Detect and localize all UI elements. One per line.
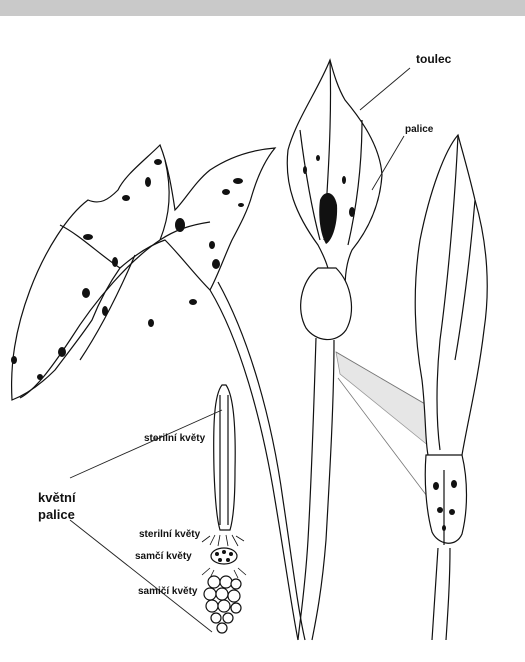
section-spathe xyxy=(415,135,487,640)
spadix xyxy=(202,385,246,633)
label-toulec: toulec xyxy=(416,52,451,66)
leaf xyxy=(11,145,275,400)
label-female-flowers: samičí květy xyxy=(138,586,198,597)
label-palice: palice xyxy=(405,124,433,135)
label-male-flowers: samčí květy xyxy=(135,551,192,562)
label-palice-spadix: palice xyxy=(38,506,75,523)
label-sterile-flowers-top: sterilní květy xyxy=(144,433,205,444)
label-kvetni: květní xyxy=(38,489,76,506)
spathe xyxy=(287,60,382,640)
label-sterile-flowers-bottom: sterilní květy xyxy=(139,529,200,540)
